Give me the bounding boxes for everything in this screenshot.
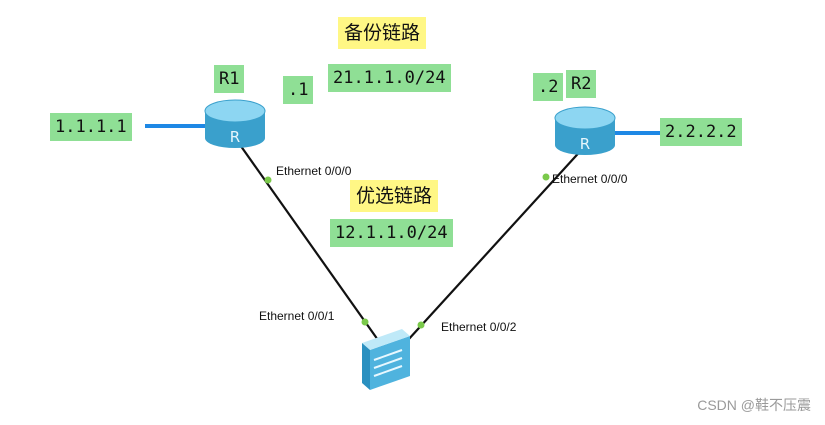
switch-port-left-label: Ethernet 0/0/1 (259, 309, 335, 323)
r1-name-label: R1 (214, 65, 245, 93)
r2-loopback-label: 2.2.2.2 (660, 118, 742, 146)
r1-loopback-label: 1.1.1.1 (50, 113, 132, 141)
r1-port-dot (264, 176, 272, 184)
router-r1-icon[interactable]: R (204, 99, 266, 148)
r1-port-label: Ethernet 0/0/0 (276, 164, 352, 178)
switch-port2-dot (417, 321, 425, 329)
r1-addr-suffix-label: .1 (283, 76, 314, 104)
watermark: CSDN @鞋不压震 (697, 397, 811, 413)
r1-switch-link (237, 141, 379, 341)
r2-port-dot (542, 173, 550, 181)
r2-port-label: Ethernet 0/0/0 (552, 172, 628, 186)
svg-text:R: R (580, 135, 590, 153)
preferred-net-label: 12.1.1.0/24 (330, 219, 453, 247)
r2-addr-suffix-label: .2 (533, 73, 564, 101)
router-r2-icon[interactable]: R (554, 106, 616, 155)
switch-icon[interactable] (362, 329, 410, 390)
backup-net-label: 21.1.1.0/24 (328, 64, 451, 92)
r2-switch-link (407, 145, 586, 341)
backup-link-label: 备份链路 (338, 17, 427, 49)
preferred-link-label: 优选链路 (350, 180, 439, 212)
switch-port1-dot (361, 318, 369, 326)
switch-port-right-label: Ethernet 0/0/2 (441, 320, 517, 334)
r2-name-label: R2 (566, 70, 597, 98)
svg-text:R: R (230, 128, 240, 146)
